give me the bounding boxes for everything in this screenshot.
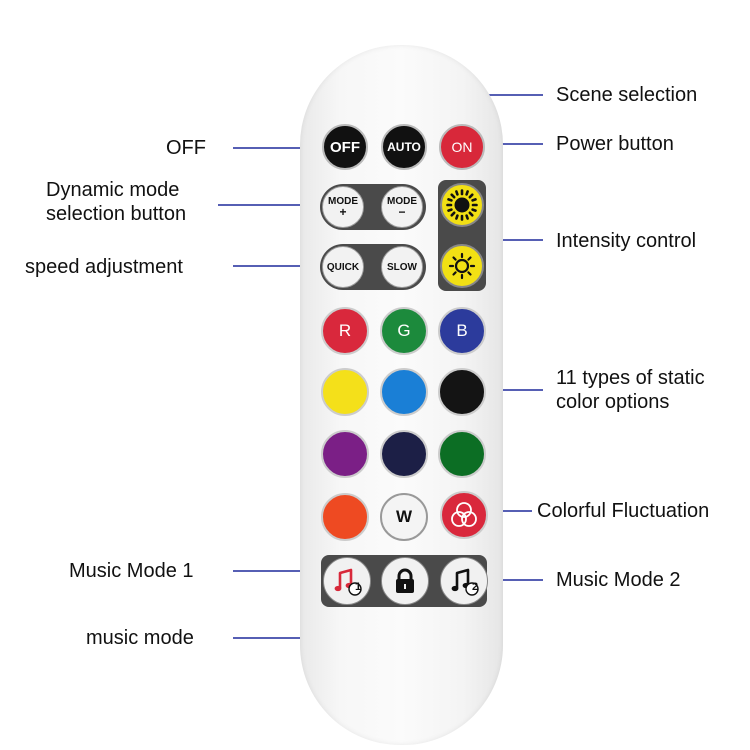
label-power-button: Power button bbox=[556, 133, 674, 155]
sky-blue-button[interactable] bbox=[380, 368, 428, 416]
label-static-colors-1: 11 types of static bbox=[556, 367, 705, 389]
off-button[interactable]: OFF bbox=[322, 124, 368, 170]
label-dynamic-mode-1: Dynamic mode bbox=[46, 179, 180, 201]
slow-button-label: SLOW bbox=[387, 261, 417, 273]
quick-button[interactable]: QUICK bbox=[322, 246, 364, 288]
red-button[interactable]: R bbox=[321, 307, 369, 355]
label-music-mode: music mode bbox=[86, 627, 194, 649]
slow-button[interactable]: SLOW bbox=[381, 246, 423, 288]
label-intensity-control: Intensity control bbox=[556, 230, 697, 252]
purple-button[interactable] bbox=[321, 430, 369, 478]
orange-button[interactable] bbox=[321, 493, 369, 541]
label-speed-adjustment: speed adjustment bbox=[25, 256, 183, 278]
auto-button-label: AUTO bbox=[387, 140, 421, 154]
on-button[interactable]: ON bbox=[439, 124, 485, 170]
white-button[interactable]: W bbox=[380, 493, 428, 541]
green-button-label: G bbox=[397, 321, 411, 340]
mode-plus-label: MODE bbox=[328, 196, 358, 207]
mode-plus-button[interactable]: MODE + bbox=[322, 186, 364, 228]
auto-button[interactable]: AUTO bbox=[381, 124, 427, 170]
padlock-icon bbox=[396, 568, 414, 593]
sun-bright-icon bbox=[446, 189, 478, 221]
white-button-label: W bbox=[395, 507, 413, 526]
fluctuation-button[interactable] bbox=[440, 491, 488, 539]
label-scene-selection: Scene selection bbox=[556, 84, 698, 106]
on-button-label: ON bbox=[451, 139, 473, 155]
blue-button[interactable]: B bbox=[438, 307, 486, 355]
green-button[interactable]: G bbox=[380, 307, 428, 355]
lock-button[interactable] bbox=[381, 557, 429, 605]
mode-minus-sign: − bbox=[398, 205, 406, 219]
mode-minus-button[interactable]: MODE − bbox=[381, 186, 423, 228]
label-colorful-fluctuation: Colorful Fluctuation bbox=[537, 500, 710, 522]
three-circles-icon bbox=[451, 502, 477, 527]
music-mode-1-button[interactable]: 1 bbox=[323, 557, 371, 605]
black-button[interactable] bbox=[438, 368, 486, 416]
music-note-icon bbox=[334, 568, 362, 596]
red-button-label: R bbox=[338, 321, 352, 340]
music-note-icon bbox=[451, 568, 479, 596]
music-mode-2-number: 2 bbox=[471, 581, 479, 593]
label-off: OFF bbox=[166, 137, 206, 159]
quick-button-label: QUICK bbox=[326, 261, 360, 273]
sun-dim-icon bbox=[448, 252, 476, 280]
navy-button[interactable] bbox=[380, 430, 428, 478]
blue-button-label: B bbox=[456, 321, 468, 340]
label-static-colors-2: color options bbox=[556, 391, 670, 413]
dark-green-button[interactable] bbox=[438, 430, 486, 478]
label-music-mode-1: Music Mode 1 bbox=[69, 560, 194, 582]
music-mode-2-button[interactable]: 2 bbox=[440, 557, 488, 605]
brightness-down-button[interactable] bbox=[440, 244, 484, 288]
music-mode-1-number: 1 bbox=[354, 581, 362, 593]
label-music-mode-2: Music Mode 2 bbox=[556, 569, 681, 591]
mode-minus-label: MODE bbox=[387, 196, 417, 207]
off-button-label: OFF bbox=[330, 138, 360, 156]
mode-plus-sign: + bbox=[339, 205, 347, 219]
label-dynamic-mode-2: selection button bbox=[46, 203, 187, 225]
yellow-button[interactable] bbox=[321, 368, 369, 416]
brightness-up-button[interactable] bbox=[440, 183, 484, 227]
